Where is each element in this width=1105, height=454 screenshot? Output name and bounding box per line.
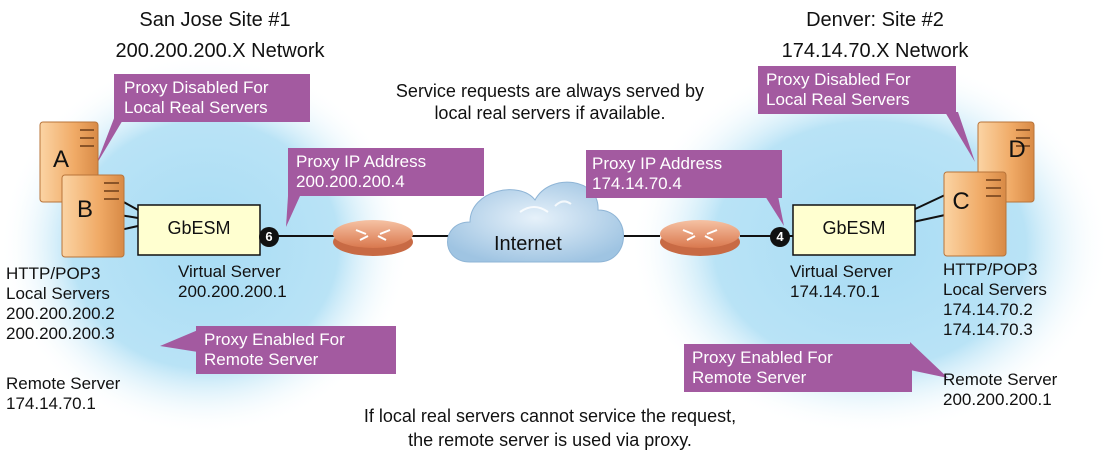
site2-callout-disabled: Proxy Disabled For Local Real Servers (758, 66, 956, 114)
site1-local-servers: HTTP/POP3 Local Servers 200.200.200.2 20… (6, 264, 115, 343)
server-c-icon (943, 171, 1007, 257)
callout-pointer-2 (286, 196, 300, 227)
site1-remote-server: Remote Server 174.14.70.1 (6, 374, 121, 413)
site1-network-label: 200.200.200.X Network (115, 40, 325, 62)
site2-virtual-server: Virtual Server 174.14.70.1 (790, 262, 893, 301)
site1-router-icon (333, 220, 413, 256)
site1-callout-enabled-text: Proxy Enabled For Remote Server (204, 330, 345, 369)
server-d-label: D (1008, 136, 1026, 163)
site2-port-number: 4 (776, 229, 784, 244)
internet-label: Internet (494, 233, 562, 255)
site1-switch-label: GbESM (167, 218, 231, 238)
site1-virtual-server: Virtual Server 200.200.200.1 (178, 262, 287, 301)
site2-router-icon (660, 220, 740, 256)
callout-pointer-4 (945, 112, 975, 162)
site1-callout-disabled: Proxy Disabled For Local Real Servers (114, 74, 310, 122)
site1-callout-proxy-ip-text: Proxy IP Address 200.200.200.4 (296, 152, 427, 191)
site1-port-badge (259, 227, 279, 247)
server-a-label: A (52, 146, 69, 173)
server-b-label: B (76, 196, 93, 223)
site2-callout-proxy-ip: Proxy IP Address 174.14.70.4 (586, 150, 782, 198)
site1-title: San Jose Site #1 (139, 9, 291, 31)
site2-network-label: 174.14.70.X Network (781, 40, 969, 62)
site2-local-servers: HTTP/POP3 Local Servers 174.14.70.2 174.… (943, 260, 1047, 339)
server-b-icon (61, 174, 125, 258)
site2-callout-disabled-text: Proxy Disabled For Local Real Servers (766, 70, 911, 109)
site2-callout-enabled: Proxy Enabled For Remote Server (684, 344, 912, 392)
callout-pointer-5 (765, 196, 784, 226)
note-top: Service requests are always served by lo… (395, 81, 705, 123)
site1-callout-enabled: Proxy Enabled For Remote Server (196, 326, 396, 374)
callout-pointer-6 (910, 342, 948, 378)
site2-switch-label: GbESM (822, 218, 886, 238)
site2-switch-box (792, 204, 916, 256)
internet-cloud-icon (447, 181, 624, 263)
site1-callout-proxy-ip: Proxy IP Address 200.200.200.4 (288, 148, 484, 196)
site1-callout-disabled-text: Proxy Disabled For Local Real Servers (124, 78, 269, 117)
callout-pointer-1 (96, 108, 130, 165)
site2-title: Denver: Site #2 (806, 9, 944, 31)
note-bottom: If local real servers cannot service the… (363, 406, 737, 450)
site2-callout-proxy-ip-text: Proxy IP Address 174.14.70.4 (592, 154, 723, 193)
callout-pointer-3 (160, 330, 198, 352)
site2-remote-server: Remote Server 200.200.200.1 (943, 370, 1058, 409)
site2-port-badge (770, 227, 790, 247)
site2-callout-enabled-text: Proxy Enabled For Remote Server (692, 348, 833, 387)
site1-switch-box (137, 204, 261, 256)
server-c-label: C (952, 188, 970, 215)
site1-port-number: 6 (265, 229, 273, 244)
